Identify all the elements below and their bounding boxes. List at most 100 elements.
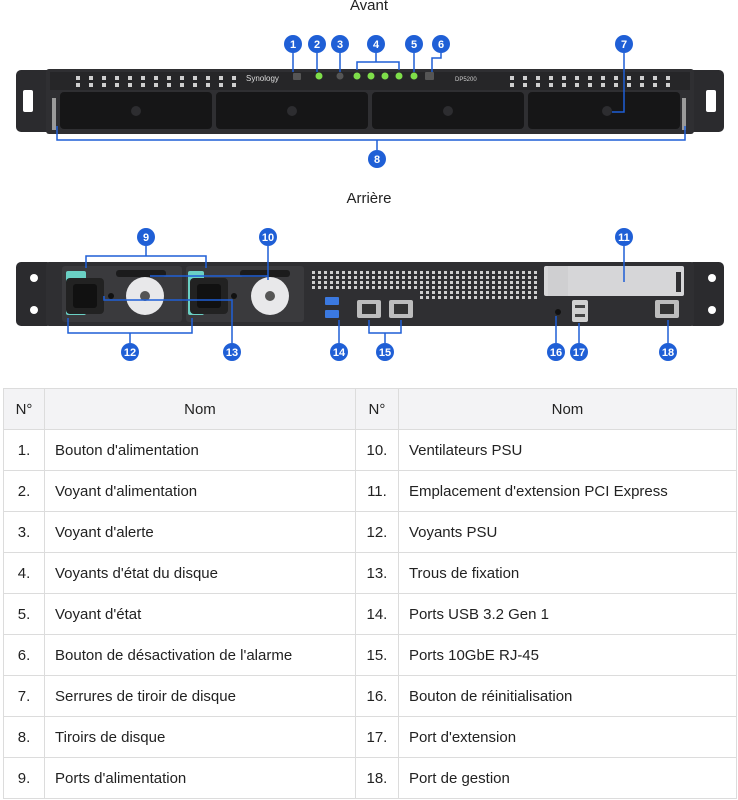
- legend-number: 3.: [3, 511, 45, 553]
- legend-header-row: N° Nom N° Nom: [3, 388, 738, 430]
- usb-port-2[interactable]: [325, 310, 339, 318]
- expansion-port[interactable]: [572, 300, 588, 322]
- leader-15: [368, 320, 402, 343]
- svg-text:4: 4: [373, 39, 380, 51]
- legend-name: Ventilateurs PSU: [397, 429, 738, 471]
- legend-name: Serrures de tiroir de disque: [44, 675, 356, 717]
- legend-number: 9.: [3, 757, 45, 799]
- usb-port-1[interactable]: [325, 297, 339, 305]
- svg-text:13: 13: [226, 347, 238, 359]
- svg-text:7: 7: [621, 39, 627, 51]
- legend-name: Voyants PSU: [397, 511, 738, 553]
- callout-15: 15: [376, 343, 394, 361]
- status-led: [410, 72, 418, 80]
- legend-name: Bouton de réinitialisation: [397, 675, 738, 717]
- svg-text:18: 18: [662, 347, 674, 359]
- legend-name: Trous de fixation: [397, 552, 738, 594]
- rear-left-ear: [16, 262, 52, 326]
- right-ear-slot: [706, 90, 716, 112]
- callout-3: 3: [331, 35, 349, 53]
- pcie-slot[interactable]: [544, 266, 684, 296]
- callout-2: 2: [308, 35, 326, 53]
- svg-text:15: 15: [379, 347, 391, 359]
- leader-12: [67, 318, 193, 343]
- legend-number: 6.: [3, 634, 45, 676]
- svg-text:9: 9: [143, 232, 149, 244]
- callout-18: 18: [659, 343, 677, 361]
- leader-6: [431, 53, 442, 72]
- legend-number: 8.: [3, 716, 45, 758]
- left-rack-ear: [16, 70, 52, 132]
- beep-off-button[interactable]: [425, 72, 434, 80]
- callout-6: 6: [432, 35, 450, 53]
- legend-name: Bouton de désactivation de l'alarme: [44, 634, 356, 676]
- left-handle: [52, 98, 56, 130]
- callout-8: 8: [368, 150, 386, 168]
- rear-view-title: Arrière: [346, 190, 392, 207]
- legend-number: 13.: [354, 552, 399, 594]
- leader-4: [356, 53, 400, 70]
- disk-led-3: [381, 72, 389, 80]
- model-label: DP5200: [455, 77, 477, 83]
- legend-number: 17.: [354, 716, 399, 758]
- legend-name: Voyant d'alerte: [44, 511, 356, 553]
- legend-number: 7.: [3, 675, 45, 717]
- legend-number: 1.: [3, 429, 45, 471]
- front-view-title: Avant: [349, 0, 389, 14]
- legend-name: Ports USB 3.2 Gen 1: [397, 593, 738, 635]
- callout-1: 1: [284, 35, 302, 53]
- svg-text:12: 12: [124, 347, 136, 359]
- callout-16: 16: [547, 343, 565, 361]
- callout-17: 17: [570, 343, 588, 361]
- legend-name: Tiroirs de disque: [44, 716, 356, 758]
- callout-12: 12: [121, 343, 139, 361]
- psu-2: [186, 266, 304, 322]
- legend-name: Port d'extension: [397, 716, 738, 758]
- rear-panel-diagram: 9 10 11 12 13 14 15 16 17 18: [16, 228, 724, 361]
- drive-tray-4[interactable]: [528, 92, 680, 129]
- reset-button[interactable]: [555, 309, 561, 315]
- brand-logo: Synology: [246, 74, 279, 83]
- legend-number: 10.: [354, 429, 399, 471]
- svg-text:3: 3: [337, 39, 343, 51]
- drive-tray-1[interactable]: [60, 92, 212, 129]
- svg-text:6: 6: [438, 39, 444, 51]
- header-number-1: N°: [3, 388, 45, 430]
- legend-name: Voyants d'état du disque: [44, 552, 356, 594]
- power-button[interactable]: [293, 73, 301, 80]
- svg-text:1: 1: [290, 39, 296, 51]
- legend-number: 2.: [3, 470, 45, 512]
- legend-number: 11.: [354, 470, 399, 512]
- drive-tray-2[interactable]: [216, 92, 368, 129]
- disk-led-4: [395, 72, 403, 80]
- alert-led: [336, 72, 344, 80]
- callout-13: 13: [223, 343, 241, 361]
- drive-tray-3[interactable]: [372, 92, 524, 129]
- leader-13: [103, 296, 233, 343]
- legend-number: 14.: [354, 593, 399, 635]
- svg-text:11: 11: [618, 232, 630, 244]
- svg-text:14: 14: [333, 347, 346, 359]
- svg-text:16: 16: [550, 347, 562, 359]
- legend-number: 5.: [3, 593, 45, 635]
- legend-name: Ports 10GbE RJ-45: [397, 634, 738, 676]
- leader-7: [612, 53, 625, 113]
- disk-led-2: [367, 72, 375, 80]
- callout-14: 14: [330, 343, 348, 361]
- callout-11: 11: [615, 228, 633, 246]
- disk-led-1: [353, 72, 361, 80]
- legend-number: 15.: [354, 634, 399, 676]
- legend-name: Bouton d'alimentation: [44, 429, 356, 471]
- svg-text:8: 8: [374, 154, 380, 166]
- legend-number: 16.: [354, 675, 399, 717]
- callout-9: 9: [137, 228, 155, 246]
